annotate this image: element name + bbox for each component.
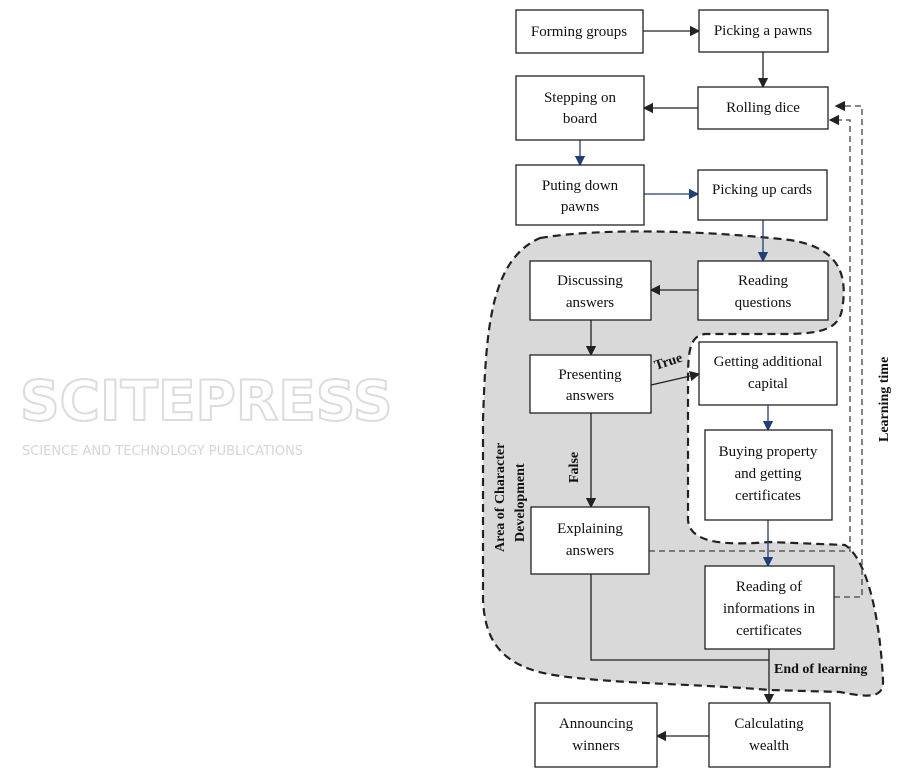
node-label: questions bbox=[735, 295, 792, 311]
label-false: False bbox=[567, 452, 582, 483]
watermark-title: SCITEPRESS bbox=[20, 369, 393, 433]
node-label: Discussing bbox=[557, 273, 623, 289]
node-label: certificates bbox=[736, 623, 802, 639]
watermark-subtitle: SCIENCE AND TECHNOLOGY PUBLICATIONS bbox=[22, 444, 303, 459]
node-label: Getting additional bbox=[714, 354, 823, 370]
dashed-loop-explaining bbox=[649, 114, 851, 552]
node-label: answers bbox=[566, 388, 614, 404]
label-area-line2: Development bbox=[513, 463, 528, 542]
node-puting-pawns: Puting down pawns bbox=[515, 164, 645, 226]
node-reading-questions: Reading questions bbox=[697, 260, 829, 321]
node-label: Forming groups bbox=[531, 24, 627, 40]
label-area-line1: Area of Character bbox=[493, 443, 508, 552]
node-label: capital bbox=[748, 376, 788, 392]
node-label: Reading bbox=[738, 273, 788, 289]
node-picking-cards: Picking up cards bbox=[697, 169, 828, 221]
node-additional-capital: Getting additional capital bbox=[698, 341, 838, 406]
node-label: Announcing bbox=[559, 716, 634, 732]
node-label: Picking up cards bbox=[712, 182, 812, 198]
node-label: Explaining bbox=[557, 521, 623, 537]
node-label: Picking a pawns bbox=[714, 23, 812, 39]
node-buying-property: Buying property and getting certificates bbox=[704, 429, 833, 521]
node-label: Presenting bbox=[558, 367, 622, 383]
node-label: board bbox=[563, 111, 598, 127]
node-label: winners bbox=[572, 738, 620, 754]
arrow-presenting-true bbox=[650, 370, 701, 386]
node-label: informations in bbox=[723, 601, 816, 617]
node-label: answers bbox=[566, 543, 614, 559]
connectors bbox=[574, 25, 863, 742]
node-label: Buying property bbox=[719, 444, 818, 460]
node-reading-informations: Reading of informations in certificates bbox=[704, 565, 835, 650]
node-label: Stepping on bbox=[544, 90, 617, 106]
node-announcing-winners: Announcing winners bbox=[534, 702, 658, 768]
node-label: Calculating bbox=[734, 716, 804, 732]
node-label: Puting down bbox=[542, 178, 619, 194]
node-stepping-board: Stepping on board bbox=[515, 75, 645, 141]
node-label: answers bbox=[566, 295, 614, 311]
label-end-of-learning: End of learning bbox=[774, 662, 867, 677]
node-label: wealth bbox=[749, 738, 789, 754]
dashed-loop-reading-info bbox=[834, 100, 863, 598]
label-learning-time: Learning time bbox=[877, 357, 892, 442]
node-rolling-dice: Rolling dice bbox=[697, 86, 829, 130]
watermark: SCITEPRESS SCIENCE AND TECHNOLOGY PUBLIC… bbox=[19, 368, 394, 459]
line-explaining-to-end bbox=[590, 574, 769, 661]
node-label: pawns bbox=[561, 199, 599, 215]
node-explaining-answers: Explaining answers bbox=[530, 506, 650, 575]
node-calculating-wealth: Calculating wealth bbox=[708, 702, 831, 768]
node-label: Reading of bbox=[736, 579, 802, 595]
node-label: and getting bbox=[734, 466, 802, 482]
node-label: certificates bbox=[735, 488, 801, 504]
node-picking-pawns: Picking a pawns bbox=[698, 9, 829, 53]
node-presenting-answers: Presenting answers bbox=[529, 354, 652, 414]
node-discussing-answers: Discussing answers bbox=[529, 260, 652, 321]
node-forming-groups: Forming groups bbox=[515, 9, 644, 54]
node-label: Rolling dice bbox=[726, 100, 800, 116]
